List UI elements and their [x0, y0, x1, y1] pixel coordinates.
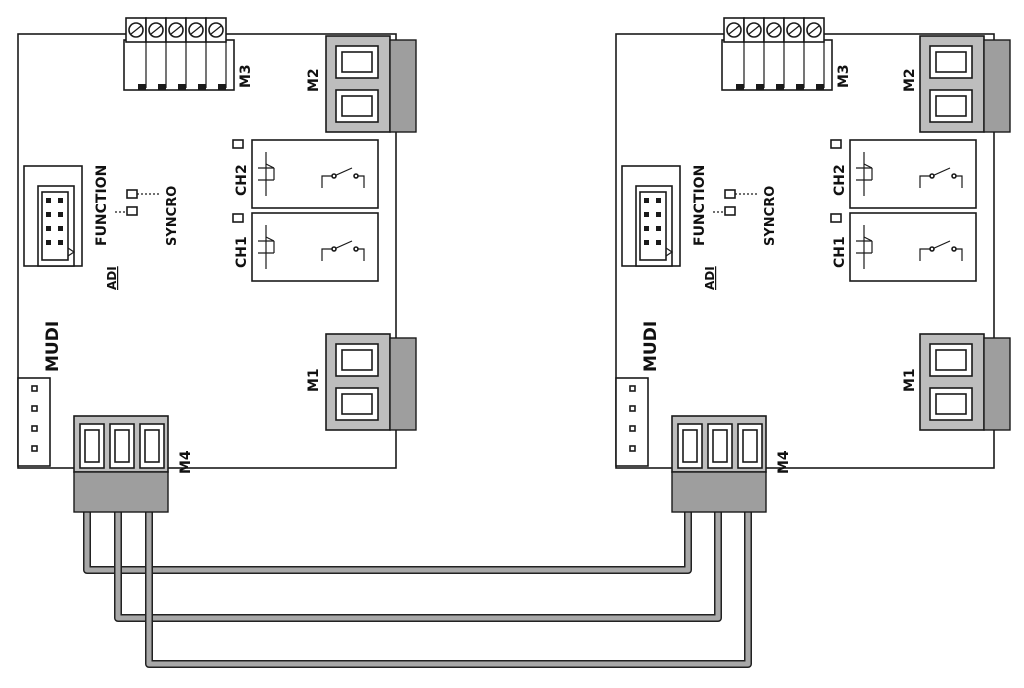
board-left: M3 M2 CH2 CH1 FUNCTION SYNCRO ADI MUDI — [17, 17, 417, 513]
label-m2: M2 — [306, 68, 322, 92]
label-syncro: SYNCRO — [763, 186, 778, 246]
terminal-m4 — [671, 415, 767, 513]
led-ch2 — [232, 139, 244, 149]
label-m2: M2 — [902, 68, 918, 92]
function-connector — [621, 165, 681, 267]
label-m4: M4 — [776, 450, 792, 474]
led-ch1 — [232, 213, 244, 223]
label-m1: M1 — [306, 368, 322, 392]
label-ch1: CH1 — [234, 236, 250, 268]
terminal-m4 — [73, 415, 169, 513]
wire-2 — [114, 510, 722, 622]
terminal-m3 — [721, 17, 833, 91]
relay-ch1 — [251, 212, 379, 282]
terminal-m2 — [325, 35, 417, 133]
terminal-m2 — [919, 35, 1011, 133]
label-function: FUNCTION — [94, 165, 110, 246]
label-mudi: MUDI — [43, 321, 63, 372]
label-ch1: CH1 — [832, 236, 848, 268]
label-ch2: CH2 — [234, 164, 250, 196]
label-m4: M4 — [178, 450, 194, 474]
label-syncro: SYNCRO — [165, 186, 180, 246]
wire-3 — [145, 510, 752, 668]
terminal-m1 — [919, 333, 1011, 431]
brand-logo: ADI — [105, 266, 119, 290]
led-ch2 — [830, 139, 842, 149]
label-ch2: CH2 — [832, 164, 848, 196]
mudi-connector — [17, 377, 51, 467]
mudi-connector — [615, 377, 649, 467]
syncro-jumper — [115, 189, 160, 216]
terminal-m1 — [325, 333, 417, 431]
board-right: M3 M2 CH2 CH1 FUNCTION SYNCRO ADI MUDI M… — [615, 17, 1011, 513]
label-mudi: MUDI — [641, 321, 661, 372]
label-m3: M3 — [238, 64, 254, 88]
brand-logo: ADI — [703, 266, 717, 290]
label-m3: M3 — [836, 64, 852, 88]
wire-1 — [83, 510, 692, 574]
label-function: FUNCTION — [692, 165, 708, 246]
wire-connections — [83, 510, 752, 668]
relay-ch2 — [251, 139, 379, 209]
syncro-jumper — [713, 189, 758, 216]
relay-ch2 — [849, 139, 977, 209]
function-connector — [23, 165, 83, 267]
relay-ch1 — [849, 212, 977, 282]
led-ch1 — [830, 213, 842, 223]
terminal-m3 — [123, 17, 235, 91]
label-m1: M1 — [902, 368, 918, 392]
